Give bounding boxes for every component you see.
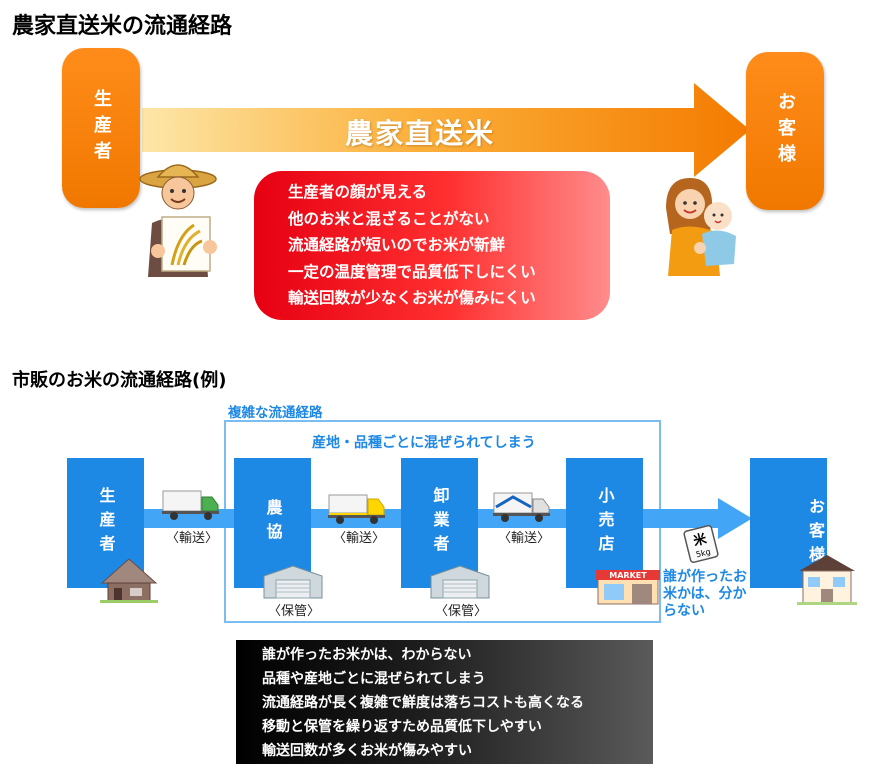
demerit-item: 輸送回数が多くお米が傷みやすい [262,743,472,759]
merit-item: 他のお米と混ざることがない [288,209,490,228]
producer-box: 生産者 [62,48,140,208]
transport-label: 〈輸送〉 [166,531,219,546]
demerit-item: 品種や産地ごとに混ぜられてしまう [262,671,486,687]
truck-icon [328,494,385,524]
truck-icon [162,490,219,520]
storage-label: 〈保管〉 [268,604,321,619]
mixed-label: 産地・品種ごとに混ぜられてしまう [312,435,536,451]
mother-baby-illustration [666,178,736,276]
node-wholesaler: 卸業者 [401,458,478,588]
transport-label: 〈輸送〉 [498,531,551,546]
rice-bag-char: 米 [692,531,709,550]
store-sign: MARKET [609,571,647,580]
direct-merits-box: 生産者の顔が見える 他のお米と混ざることがない 流通経路が短いのでお米が新鮮 一… [254,171,610,320]
demerit-item: 誰が作ったお米かは、わからない [262,647,472,663]
flow-arrow-head [718,498,752,539]
merit-item: 流通経路が短いのでお米が新鮮 [288,236,506,254]
merit-item: 輸送回数が少なくお米が傷みにくい [288,289,536,307]
merit-item: 生産者の顔が見える [288,183,428,201]
direct-arrow [142,83,750,177]
rice-bag-weight: 5kg [695,547,712,559]
demerit-item: 流通経路が長く複雑で鮮度は落ちコストも高くなる [262,695,584,711]
transport-label: 〈輸送〉 [333,531,386,546]
house-icon [797,555,857,605]
complex-route-label: 複雑な流通経路 [228,405,323,421]
warehouse-icon [430,565,490,599]
merit-item: 一定の温度管理で品質低下しにくい [288,262,536,281]
direct-arrow-label: 農家直送米 [344,117,495,150]
demerit-item: 移動と保管を繰り返すため品質低下しやすい [262,719,542,735]
customer-box: お客様 [746,52,824,210]
unknown-origin-note: 誰が作ったお米かは、分からない [663,569,747,619]
warehouse-icon [263,565,323,599]
section-title-market: 市販のお米の流通経路(例) [12,370,227,391]
node-nokyo: 農協 [234,458,311,588]
rice-bag-icon: 米 5kg [683,524,719,564]
storage-label: 〈保管〉 [435,604,488,619]
truck-icon [493,492,550,522]
farmhouse-icon [100,558,158,603]
market-demerits-box: 誰が作ったお米かは、わからない 品種や産地ごとに混ぜられてしまう 流通経路が長く… [236,640,653,764]
node-retailer: 小売店 [566,458,643,588]
section-title-direct: 農家直送米の流通経路 [12,14,233,39]
farmer-illustration [139,164,217,277]
store-icon: MARKET [596,570,660,605]
